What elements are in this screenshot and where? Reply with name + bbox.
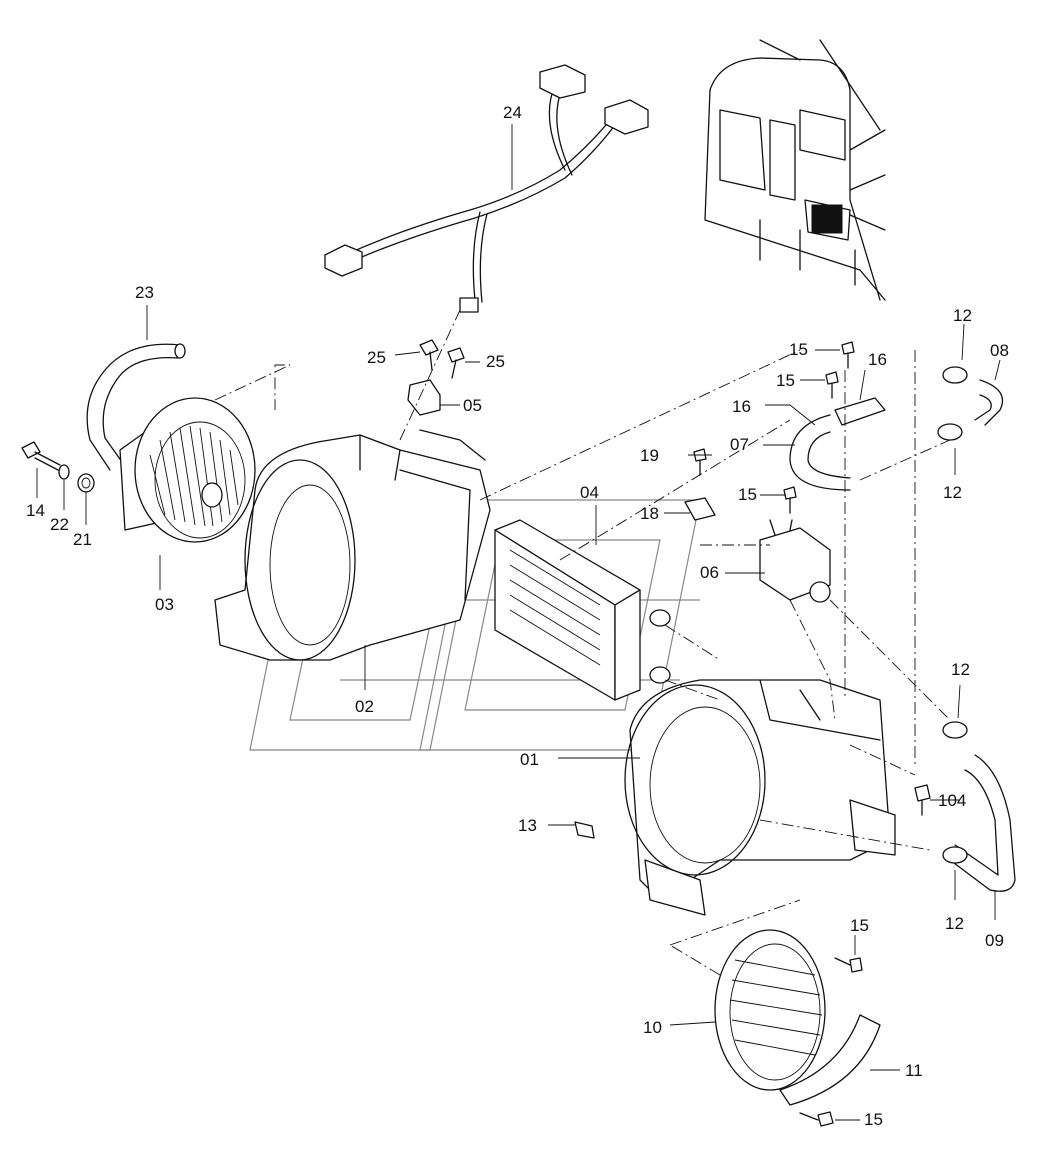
label-14: 14 xyxy=(26,501,45,520)
label-15-e: 15 xyxy=(864,1110,883,1129)
label-24: 24 xyxy=(503,103,522,122)
clip xyxy=(684,497,716,521)
label-08: 08 xyxy=(990,341,1009,360)
label-104: 104 xyxy=(938,791,966,810)
label-06: 06 xyxy=(700,563,719,582)
label-15-d: 15 xyxy=(850,916,869,935)
part-labels: 24 23 25 25 05 14 22 21 03 02 04 01 19 1… xyxy=(26,103,1009,1129)
label-15-c: 15 xyxy=(738,485,757,504)
label-04: 04 xyxy=(580,483,599,502)
small-screws xyxy=(574,341,931,1127)
label-19: 19 xyxy=(640,446,659,465)
cover xyxy=(779,1014,881,1106)
hose-08 xyxy=(974,379,1004,426)
excavator-cab-illustration xyxy=(704,39,886,301)
label-13: 13 xyxy=(518,816,537,835)
bolt-washer-grommet xyxy=(21,441,95,493)
case-half-01 xyxy=(624,679,896,916)
label-12-d: 12 xyxy=(945,914,964,933)
hose-23 xyxy=(86,343,186,471)
label-25-right: 25 xyxy=(486,352,505,371)
screws-and-resistor xyxy=(407,339,465,416)
label-15-b: 15 xyxy=(776,371,795,390)
label-22: 22 xyxy=(50,515,69,534)
label-16-right: 16 xyxy=(868,350,887,369)
label-07: 07 xyxy=(730,435,749,454)
leader-lines xyxy=(36,124,1001,1121)
case-half-02 xyxy=(214,429,491,661)
label-03: 03 xyxy=(155,595,174,614)
label-09: 09 xyxy=(985,931,1004,950)
harness-connector-top xyxy=(539,64,586,99)
label-23: 23 xyxy=(135,283,154,302)
label-02: 02 xyxy=(355,697,374,716)
label-01: 01 xyxy=(520,750,539,769)
grille xyxy=(714,929,826,1091)
harness-connector-left xyxy=(324,244,363,277)
water-valve xyxy=(759,519,831,603)
label-05: 05 xyxy=(463,396,482,415)
label-18: 18 xyxy=(640,504,659,523)
hose-07 xyxy=(789,397,886,491)
label-10: 10 xyxy=(643,1018,662,1037)
label-11: 11 xyxy=(905,1061,923,1080)
wiring-harness xyxy=(324,64,649,313)
hose-09 xyxy=(949,754,1016,892)
blower-fan xyxy=(119,397,256,543)
harness-connector-right xyxy=(604,99,649,135)
label-12-a: 12 xyxy=(953,306,972,325)
label-21: 21 xyxy=(73,530,92,549)
hose-clamps xyxy=(937,366,968,864)
label-12-b: 12 xyxy=(943,483,962,502)
label-12-c: 12 xyxy=(951,660,970,679)
label-15-a: 15 xyxy=(789,340,808,359)
heater-core xyxy=(494,519,671,701)
label-25-left: 25 xyxy=(367,348,386,367)
label-16-left: 16 xyxy=(732,397,751,416)
